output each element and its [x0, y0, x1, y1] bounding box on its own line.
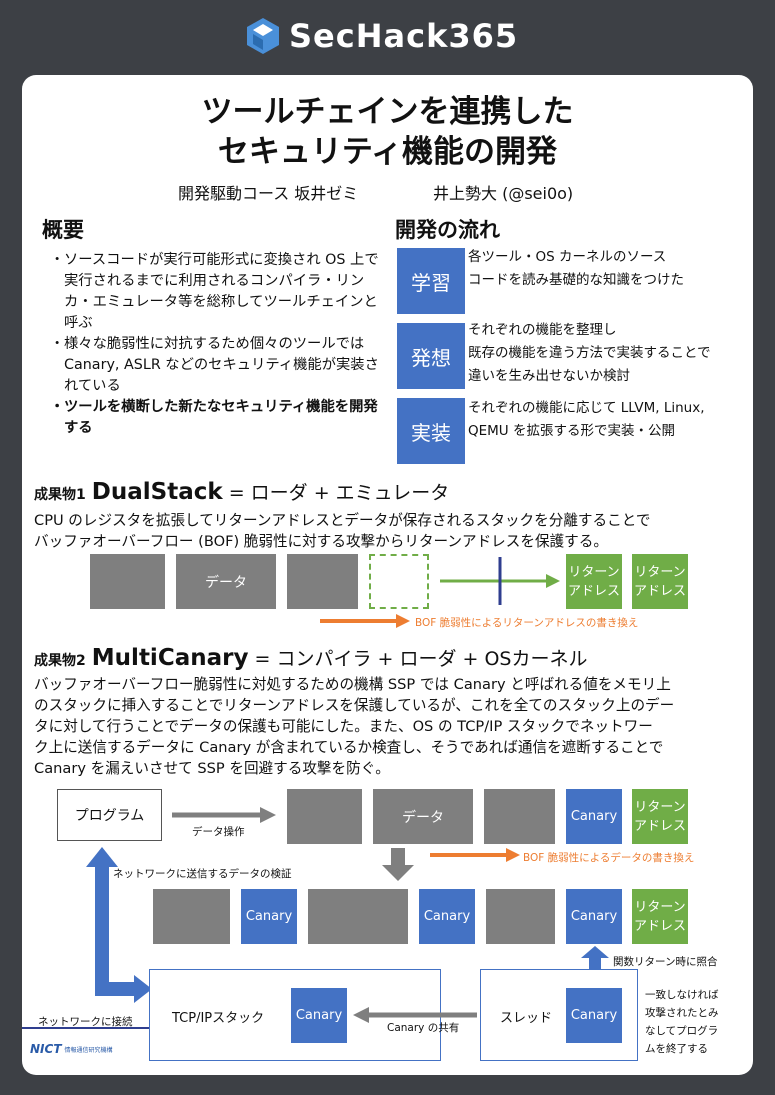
mismatch-note: 一致しなければ攻撃されたとみなしてプログラムを終了する	[645, 989, 719, 1055]
data-block: データ	[373, 789, 473, 844]
canary-share-arrow-icon	[353, 1007, 477, 1023]
tcpip-label: TCP/IPスタック	[172, 1011, 265, 1026]
return-address-block: リターンアドレス	[632, 889, 688, 944]
canary-block: Canary	[241, 889, 297, 944]
network-line	[22, 1027, 149, 1029]
stack-block	[287, 789, 362, 844]
stack-block	[486, 889, 555, 944]
canary-block: Canary	[566, 988, 622, 1043]
overview-bullet: ・ツールを横断した新たなセキュリティ機能を開発する	[50, 399, 378, 436]
stack-block	[153, 889, 230, 944]
overview-bullets: ・ソースコードが実行可能形式に変換され OS 上で実行されるまでに利用されるコン…	[48, 250, 383, 439]
network-check-arrow-icon	[86, 847, 152, 1003]
step-learn-box: 学習	[397, 248, 465, 314]
data-block: データ	[176, 554, 276, 609]
course-label: 開発駆動コース 坂井ゼミ	[178, 184, 359, 203]
nict-logo: NICT 情報通信研究機構	[30, 1042, 113, 1056]
down-arrow-icon	[382, 848, 414, 881]
canary-block: Canary	[566, 789, 622, 844]
canary-block: Canary	[291, 988, 347, 1043]
thread-label: スレッド	[500, 1011, 553, 1026]
poster-title-line2: セキュリティ機能の開発	[217, 134, 558, 170]
func-return-label: 関数リターン時に照合	[613, 956, 718, 968]
canary-share-label: Canary の共有	[387, 1022, 460, 1034]
overview-bullet: ・ソースコードが実行可能形式に変換され OS 上で実行されるまでに利用されるコン…	[50, 252, 379, 331]
stack-block	[287, 554, 358, 609]
program-box: プログラム	[57, 789, 162, 841]
stack-block	[90, 554, 165, 609]
data-op-label: データ操作	[192, 826, 245, 838]
nict-sub-text: 情報通信研究機構	[64, 1046, 113, 1054]
overview-bullet: ・様々な脆弱性に対抗するため個々のツールでは Canary, ASLR などのセ…	[50, 336, 379, 394]
network-label: ネットワークに接続	[38, 1016, 133, 1028]
return-address-block: リターンアドレス	[632, 554, 688, 609]
result2-description: バッファオーバーフロー脆弱性に対処するための機構 SSP では Canary と…	[34, 676, 675, 777]
flow-heading: 開発の流れ	[395, 218, 500, 242]
net-check-label: ネットワークに送信するデータの検証	[113, 868, 292, 880]
step-learn-desc: 各ツール・OS カーネルのソースコードを読み基礎的な知識をつけた	[468, 249, 684, 288]
step-impl-desc: それぞれの機能に応じて LLVM, Linux,QEMU を拡張する形で実装・公…	[468, 400, 705, 439]
step-impl-box: 実装	[397, 398, 465, 464]
move-arrow-icon	[440, 557, 560, 605]
overview-heading: 概要	[42, 218, 84, 242]
step-idea-box: 発想	[397, 323, 465, 389]
author-label: 井上勢大 (@sei0o)	[433, 184, 574, 203]
moved-return-slot	[369, 554, 429, 609]
stack-block	[308, 889, 408, 944]
result1-description: CPU のレジスタを拡張してリターンアドレスとデータが保存されるスタックを分離す…	[34, 512, 651, 550]
result1-heading: 成果物1 DualStack = ローダ + エミュレータ	[34, 479, 450, 505]
stack-block	[484, 789, 555, 844]
step-idea-desc: それぞれの機能を整理し既存の機能を違う方法で実装することで違いを生み出せないか検…	[468, 322, 711, 384]
canary-block: Canary	[566, 889, 622, 944]
logo-text: SecHack365	[289, 17, 519, 55]
return-address-block: リターンアドレス	[632, 789, 688, 844]
sechack-logo-icon	[247, 18, 279, 54]
bof-data-label: BOF 脆弱性によるデータの書き換え	[523, 852, 695, 864]
return-address-block: リターンアドレス	[566, 554, 622, 609]
bof-arrow-icon	[430, 848, 520, 862]
nict-logo-text: NICT	[30, 1042, 62, 1056]
data-op-arrow-icon	[172, 807, 276, 823]
header-logo: SecHack365	[245, 14, 540, 58]
bof-arrow-icon	[320, 614, 410, 628]
canary-block: Canary	[419, 889, 475, 944]
result2-heading: 成果物2 MultiCanary = コンパイラ + ローダ + OSカーネル	[34, 645, 588, 671]
poster-title-line1: ツールチェインを連携した	[201, 94, 574, 130]
bof-label: BOF 脆弱性によるリターンアドレスの書き換え	[415, 617, 639, 629]
